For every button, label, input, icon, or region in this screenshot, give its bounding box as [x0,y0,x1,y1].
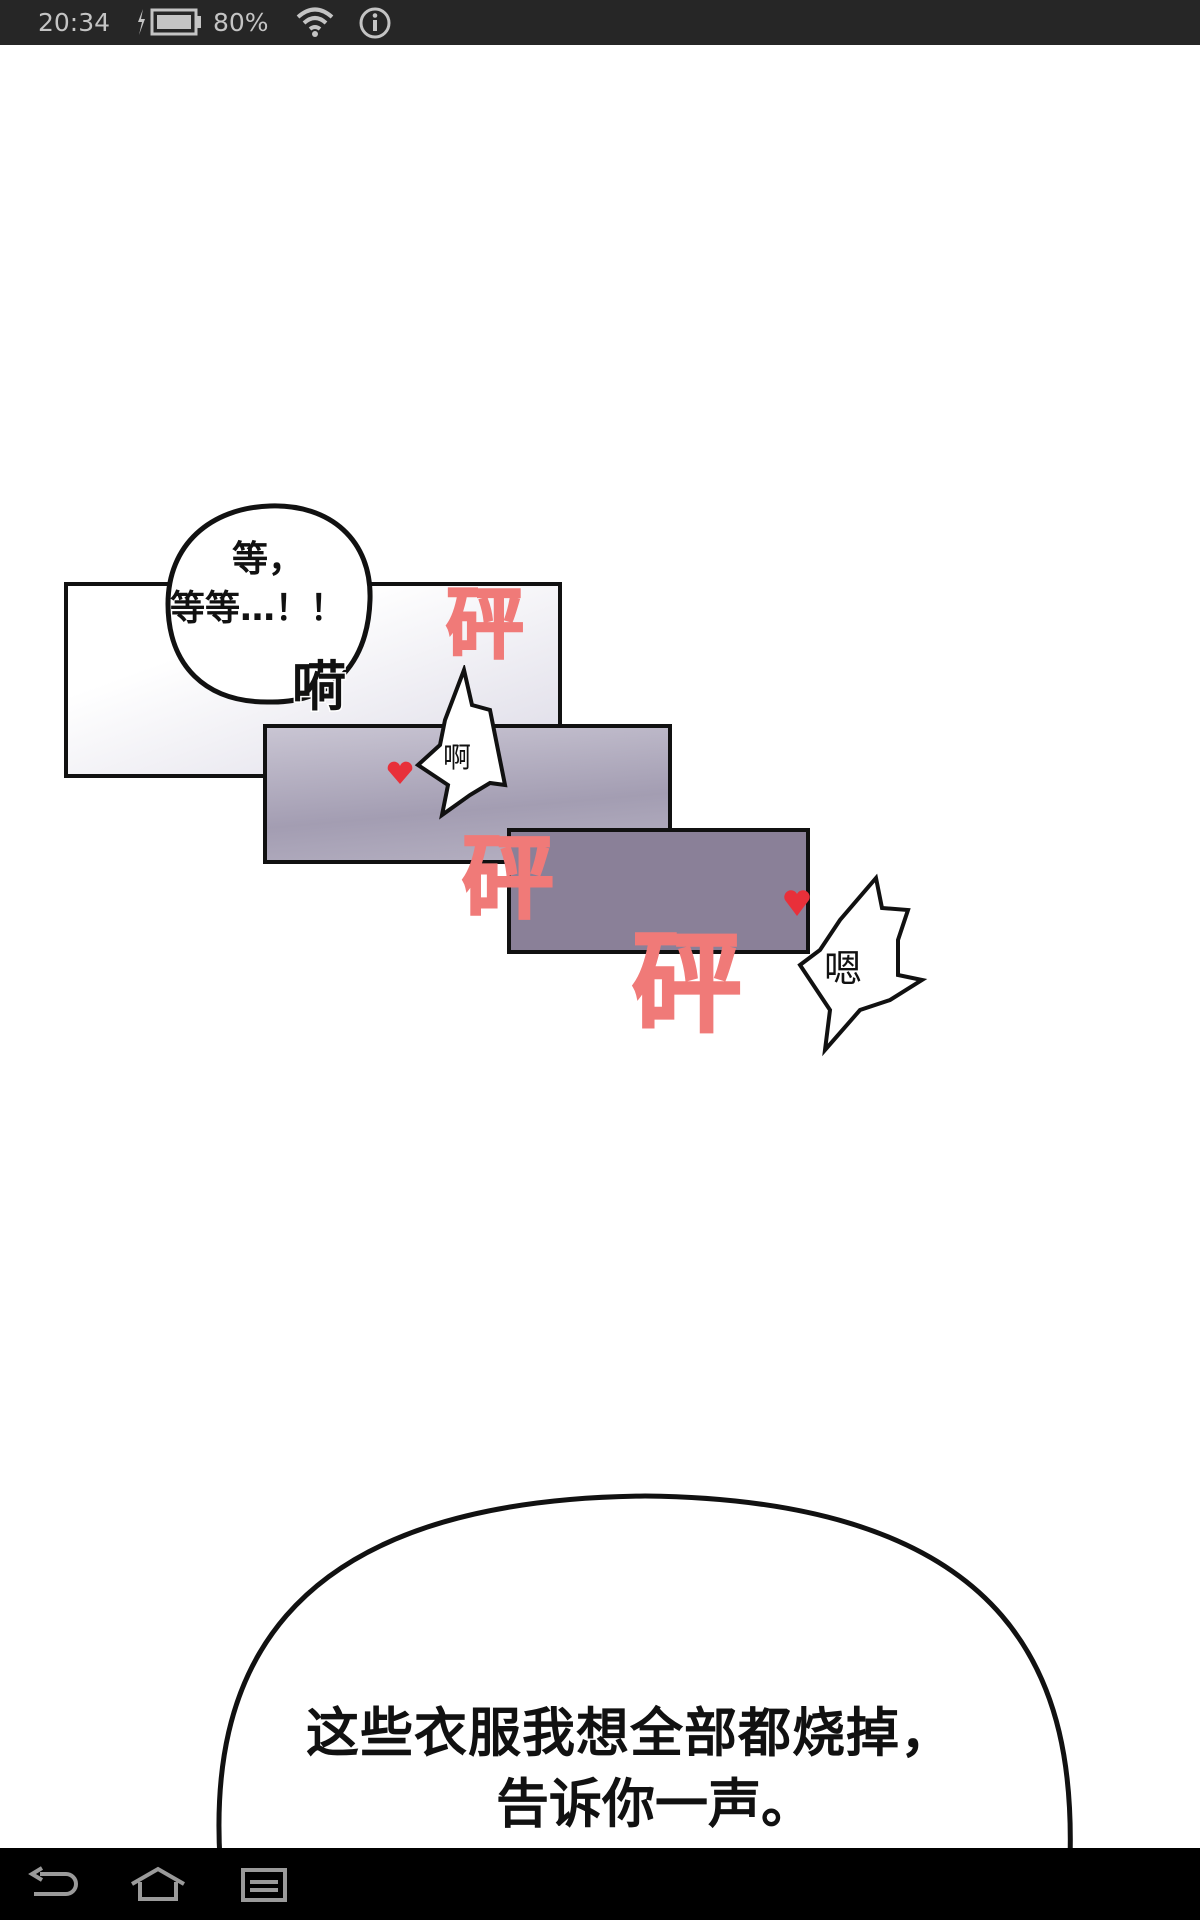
spiky-bubble-2 [797,873,928,1057]
speech-bubble-2 [216,1493,1073,1860]
speech-line-1: 这些衣服我想全部都烧掉， [306,1703,954,1764]
bubble1-line2: 等等…！！ [170,589,346,629]
speech-bubble-1 [165,503,373,705]
sfx-bang-3: 砰 [631,919,743,1049]
heart-icon [784,890,810,916]
sfx-bang-2: 砰 [461,824,555,933]
clock: 20:34 [38,8,111,37]
charging-icon [138,9,145,35]
heart-icon [387,761,413,784]
back-icon[interactable] [28,1866,78,1902]
battery-icon [138,8,201,36]
speech-line-2: 告诉你一声。 [496,1774,814,1835]
comic-panel-3 [507,828,810,954]
home-icon[interactable] [128,1866,188,1902]
battery-percent: 80% [213,8,269,37]
recent-apps-icon[interactable] [240,1866,288,1902]
status-bar: 20:34 80% [0,0,1200,45]
info-icon[interactable] [358,6,392,40]
spiky1-text: 啊 [443,741,472,774]
wifi-icon [296,7,334,37]
spiky-bubble-1 [414,665,508,820]
sfx-gasp: 嗬 [291,654,348,720]
bubble1-line1: 等， [232,539,305,580]
spiky2-text: 嗯 [824,947,863,991]
navigation-bar [0,1848,1200,1920]
sfx-bang-1: 砰 [445,579,525,671]
